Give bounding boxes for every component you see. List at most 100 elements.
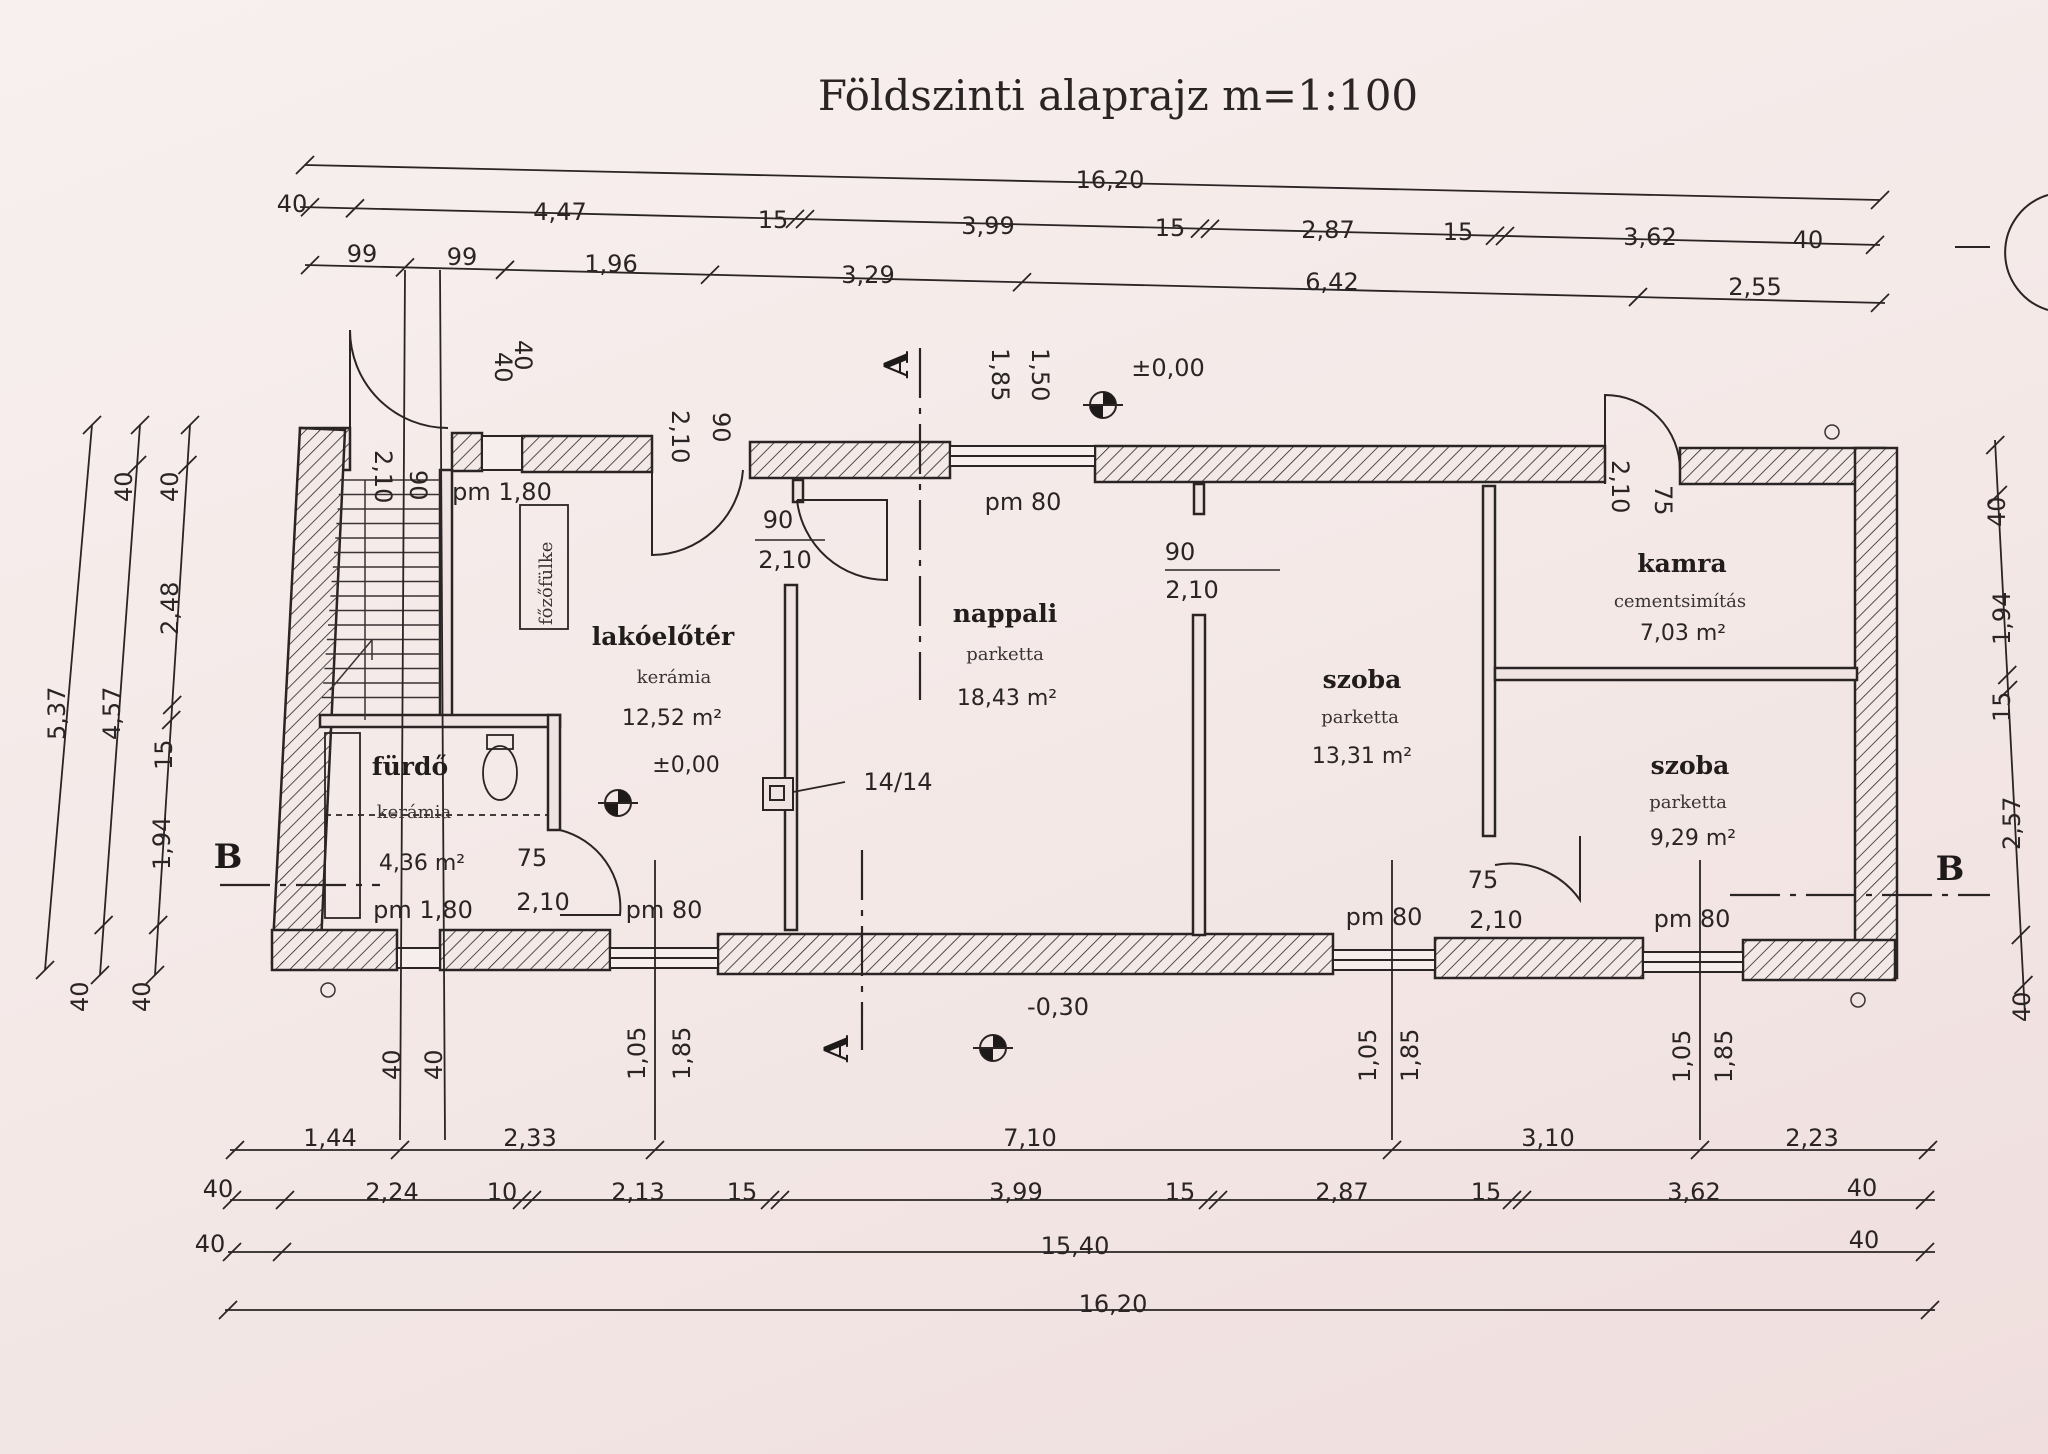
dimension-tick xyxy=(148,915,168,935)
dim-top-r2-4: 15 xyxy=(1155,214,1186,242)
dimension-tick xyxy=(1985,435,2005,455)
room-lakoeloter-area: 12,52 m² xyxy=(622,706,722,731)
room-lakoeloter-floor: kerámia xyxy=(637,667,712,688)
dimension-line-h xyxy=(304,164,1881,201)
section-b-left: B xyxy=(214,837,243,877)
dimension-tick xyxy=(1870,190,1890,210)
dimension-tick xyxy=(1382,1140,1402,1160)
level-top-label: ±0,00 xyxy=(1131,354,1205,382)
level-bottom-label: -0,30 xyxy=(1027,993,1089,1021)
dimension-tick xyxy=(222,1190,242,1210)
dimension-tick xyxy=(1988,485,2008,505)
dim-vb-185a: 1,85 xyxy=(668,1027,696,1080)
dimension-tick xyxy=(300,197,320,217)
dim-bot-r3-0: 40 xyxy=(195,1230,226,1258)
dim-top-r3-0: 99 xyxy=(347,240,378,268)
dim-right-3: 2,57 xyxy=(1998,797,2026,850)
dim-vb-40a: 40 xyxy=(378,1049,406,1080)
dimension-tick xyxy=(1997,665,2017,685)
dimension-tick xyxy=(1865,235,1885,255)
dimension-tick xyxy=(785,209,805,229)
dimension-tick xyxy=(225,1140,245,1160)
dimension-tick xyxy=(1690,1140,1710,1160)
door-90-b: 90 xyxy=(1165,538,1196,566)
dim-top-r2-8: 40 xyxy=(1793,226,1824,254)
wall-right xyxy=(1853,446,1899,980)
pm-szoba2: pm 80 xyxy=(1654,905,1731,933)
section-b-right: B xyxy=(1936,849,1965,889)
dim-bot-r2-6: 15 xyxy=(1165,1178,1196,1206)
room-szoba1-floor: parketta xyxy=(1321,707,1399,728)
dim-v-210b: 2,10 xyxy=(666,410,694,463)
dim-v-210a: 2,10 xyxy=(369,450,397,503)
dimension-tick xyxy=(82,415,102,435)
dimension-tick xyxy=(218,1300,238,1320)
windows xyxy=(396,435,1744,973)
dim-top-r2-7: 3,62 xyxy=(1623,223,1676,251)
door-210-c: 2,10 xyxy=(516,888,569,916)
dim-left-in-4: 40 xyxy=(128,981,156,1012)
dimension-tick xyxy=(300,255,320,275)
dim-bot-r2-2: 10 xyxy=(487,1178,518,1206)
window-furdo xyxy=(396,947,441,969)
dim-bot-r2-8: 15 xyxy=(1471,1178,1502,1206)
dimension-tick xyxy=(1918,1140,1938,1160)
dim-left-in-3: 1,94 xyxy=(148,817,176,870)
door-90-a: 90 xyxy=(763,506,794,534)
dimension-line-h xyxy=(304,264,1886,304)
dimension-tick xyxy=(395,257,415,278)
wall-top-3 xyxy=(520,434,654,474)
pm-kitchen: pm 1,80 xyxy=(452,478,552,506)
room-lakoeloter-level: ±0,00 xyxy=(652,753,719,778)
section-a-bottom: A xyxy=(817,1035,857,1063)
dim-bot-r2-3: 2,13 xyxy=(611,1178,664,1206)
dimension-line-v xyxy=(1994,439,2026,1016)
door-entrance xyxy=(349,329,449,429)
north-arrow-fragment xyxy=(2004,194,2048,311)
chimney-icon xyxy=(762,777,794,811)
dimension-tick xyxy=(645,1140,665,1160)
wall-bottom-2 xyxy=(438,928,612,972)
dim-bot-r1-2: 7,10 xyxy=(1003,1124,1056,1152)
dim-bot-r1-1: 2,33 xyxy=(503,1124,556,1152)
dimension-tick xyxy=(760,1190,780,1210)
dim-v-150a: 1,50 xyxy=(1026,348,1054,401)
bath-fixtures xyxy=(324,732,548,919)
room-nappali-name: nappali xyxy=(953,599,1058,628)
dimension-tick xyxy=(1915,1190,1935,1210)
dim-vb-40b: 40 xyxy=(420,1049,448,1080)
room-fozofulke-name: főzőfülke xyxy=(536,542,557,625)
door-210-a: 2,10 xyxy=(758,546,811,574)
wall-bath-top xyxy=(318,713,562,729)
dimension-tick xyxy=(90,965,110,985)
dim-v-210c: 2,10 xyxy=(1606,460,1634,513)
dim-top-r2-2: 15 xyxy=(758,206,789,234)
door-szoba xyxy=(1494,836,1581,904)
dim-v-185a: 1,85 xyxy=(986,348,1014,401)
dim-bot-r3-2: 40 xyxy=(1849,1226,1880,1254)
dimension-lines xyxy=(44,164,2026,1311)
dim-vb-105a: 1,05 xyxy=(623,1027,651,1080)
door-75-c: 75 xyxy=(1649,485,1677,516)
dim-left-mid-2: 40 xyxy=(110,471,138,502)
dimension-line-v xyxy=(44,424,93,971)
room-kamra-area: 7,03 m² xyxy=(1640,621,1726,646)
level-marker-fill xyxy=(993,1035,1006,1048)
level-marker-fill xyxy=(980,1048,993,1061)
dim-bot-r3-1: 15,40 xyxy=(1041,1232,1110,1260)
dimension-tick xyxy=(770,1190,790,1210)
level-markers xyxy=(598,391,1123,1062)
dim-bot-r2-10: 40 xyxy=(1847,1174,1878,1202)
dimension-tick xyxy=(93,915,114,935)
extension-line xyxy=(399,269,406,1141)
wall-szoba-split xyxy=(1481,484,1497,838)
dim-top-r3-1: 99 xyxy=(447,243,478,271)
dimension-line-v xyxy=(154,424,191,976)
dimension-tick xyxy=(512,1190,532,1210)
dim-top-overall: 16,20 xyxy=(1076,166,1145,194)
dimension-tick xyxy=(295,155,315,175)
dim-left-in-2: 15 xyxy=(150,739,178,770)
dimension-tick xyxy=(2011,925,2031,945)
dim-bot-r1-4: 2,23 xyxy=(1785,1124,1838,1152)
dimension-tick xyxy=(345,198,365,218)
